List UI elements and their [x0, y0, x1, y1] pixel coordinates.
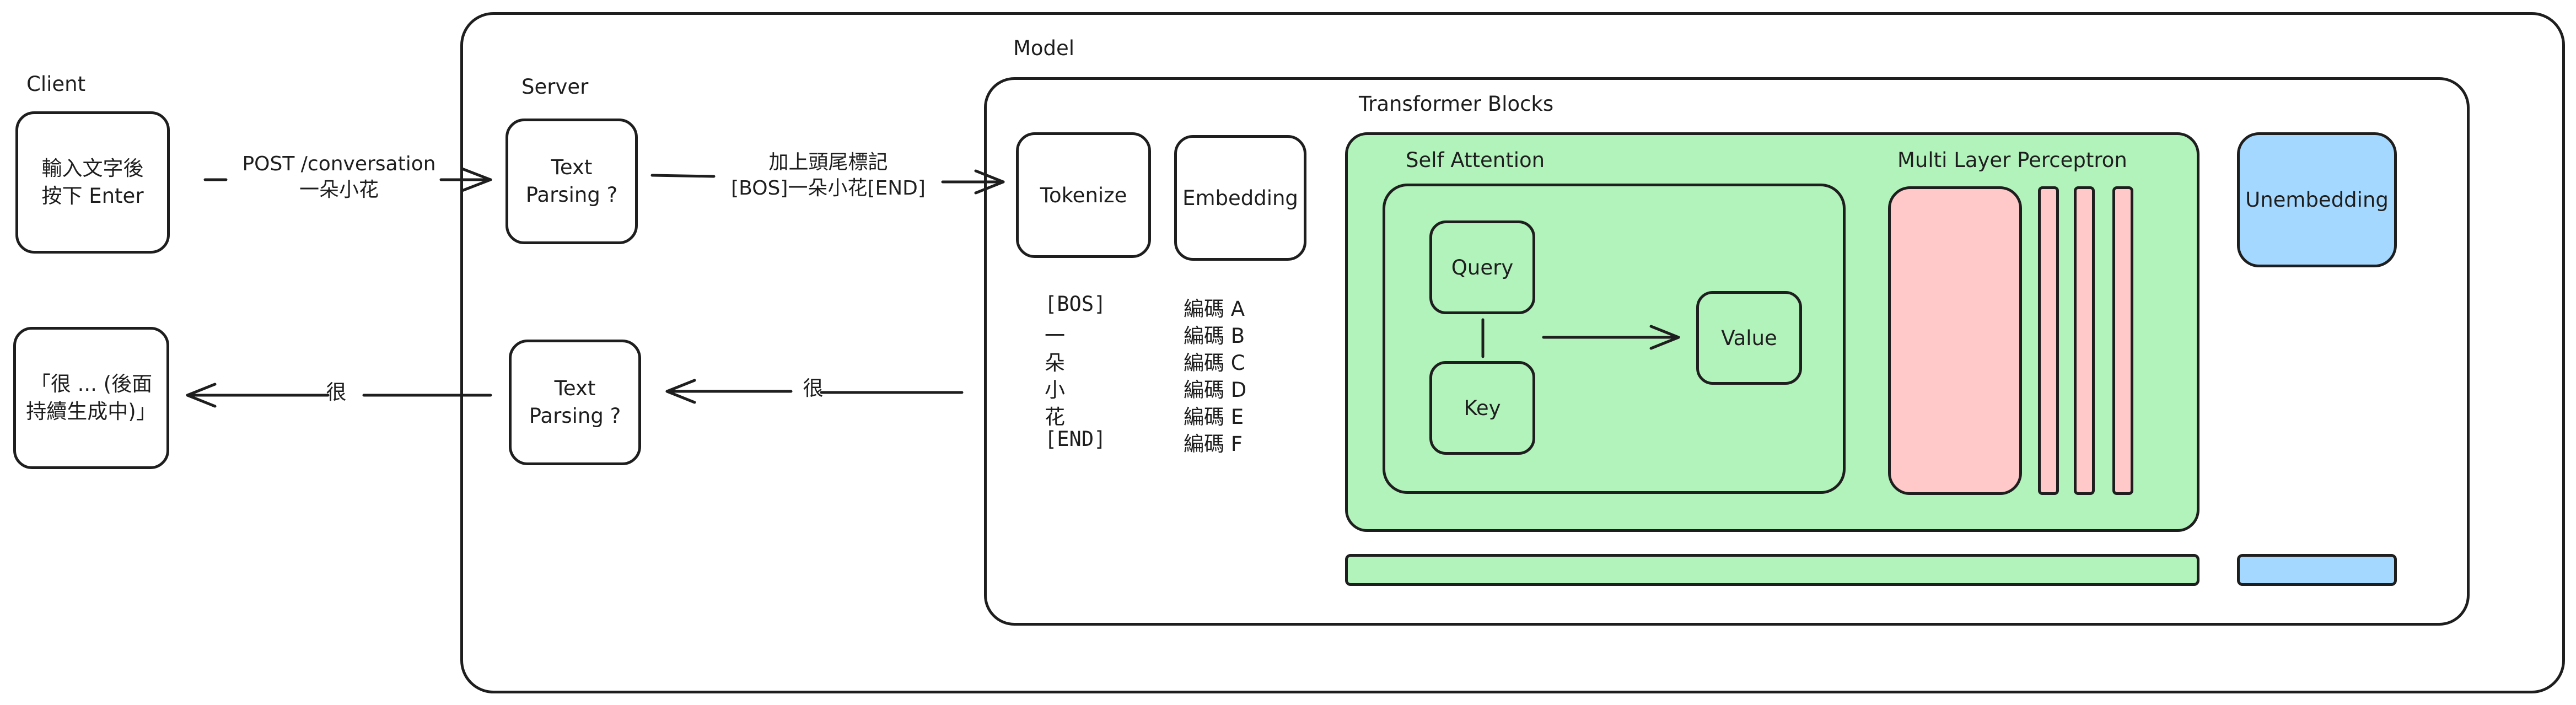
attention-to-value-arrowhead — [1649, 325, 1680, 350]
token-code: 編碼 D — [1184, 378, 1247, 402]
token-text: 一 — [1045, 324, 1065, 348]
text-parsing-in-node: Text Parsing ? — [505, 119, 638, 244]
client-label: Client — [26, 72, 86, 96]
tokenize-node: Tokenize — [1016, 132, 1151, 258]
mlp-thin-block-2 — [2074, 186, 2095, 495]
token-code: 編碼 A — [1184, 297, 1245, 321]
query-label: Query — [1451, 255, 1514, 279]
transformer-blocks-label: Transformer Blocks — [1359, 92, 1554, 116]
model-to-server-label: 很 — [803, 376, 824, 400]
value-label: Value — [1721, 326, 1777, 350]
client-input-node: 輸入文字後 按下 Enter — [15, 111, 170, 254]
add-markers-arrow — [650, 174, 1005, 184]
server-to-client-arrowhead — [186, 383, 217, 408]
server-container — [460, 12, 2565, 693]
add-markers-label: 加上頭尾標記 [BOS]一朵小花[END] — [731, 151, 926, 200]
post-request-arrowhead — [460, 167, 492, 192]
unembedding-label: Unembedding — [2245, 188, 2389, 212]
key-label: Key — [1464, 396, 1501, 420]
post-request-label: POST /conversation 一朵小花 — [242, 153, 436, 201]
query-node: Query — [1429, 220, 1535, 314]
token-text: [END] — [1045, 427, 1106, 451]
model-container — [984, 77, 2470, 626]
model-to-server-arrowhead — [665, 379, 696, 404]
add-markers-arrowhead — [974, 169, 1005, 195]
token-code: 編碼 F — [1184, 432, 1243, 456]
server-label: Server — [521, 75, 589, 99]
model-label: Model — [1013, 36, 1075, 60]
unembedding-bar — [2237, 554, 2397, 586]
mlp-thin-block-1 — [2038, 186, 2059, 495]
token-code: 編碼 E — [1184, 405, 1244, 429]
token-text: [BOS] — [1045, 292, 1106, 316]
embedding-label: Embedding — [1182, 186, 1298, 210]
transformer-blocks-bar — [1345, 554, 2199, 586]
text-parsing-out-node: Text Parsing ? — [509, 340, 641, 465]
value-node: Value — [1696, 291, 1802, 385]
tokenize-label: Tokenize — [1040, 183, 1127, 207]
client-output-node: 「很 ... (後面 持續生成中)」 — [13, 327, 169, 469]
unembedding-node: Unembedding — [2237, 132, 2397, 267]
self-attention-label: Self Attention — [1406, 148, 1545, 172]
embedding-node: Embedding — [1174, 135, 1306, 261]
mlp-label: Multi Layer Perceptron — [1897, 148, 2127, 172]
token-text: 小 — [1045, 378, 1065, 402]
token-text: 花 — [1045, 405, 1065, 429]
server-to-client-label: 很 — [326, 380, 347, 404]
mlp-thin-block-3 — [2112, 186, 2133, 495]
mlp-large-block — [1888, 186, 2022, 495]
token-code: 編碼 C — [1184, 351, 1245, 375]
model-to-server-arrow — [665, 390, 964, 394]
key-node: Key — [1429, 361, 1535, 455]
token-code: 編碼 B — [1184, 324, 1245, 348]
token-text: 朵 — [1045, 351, 1065, 375]
